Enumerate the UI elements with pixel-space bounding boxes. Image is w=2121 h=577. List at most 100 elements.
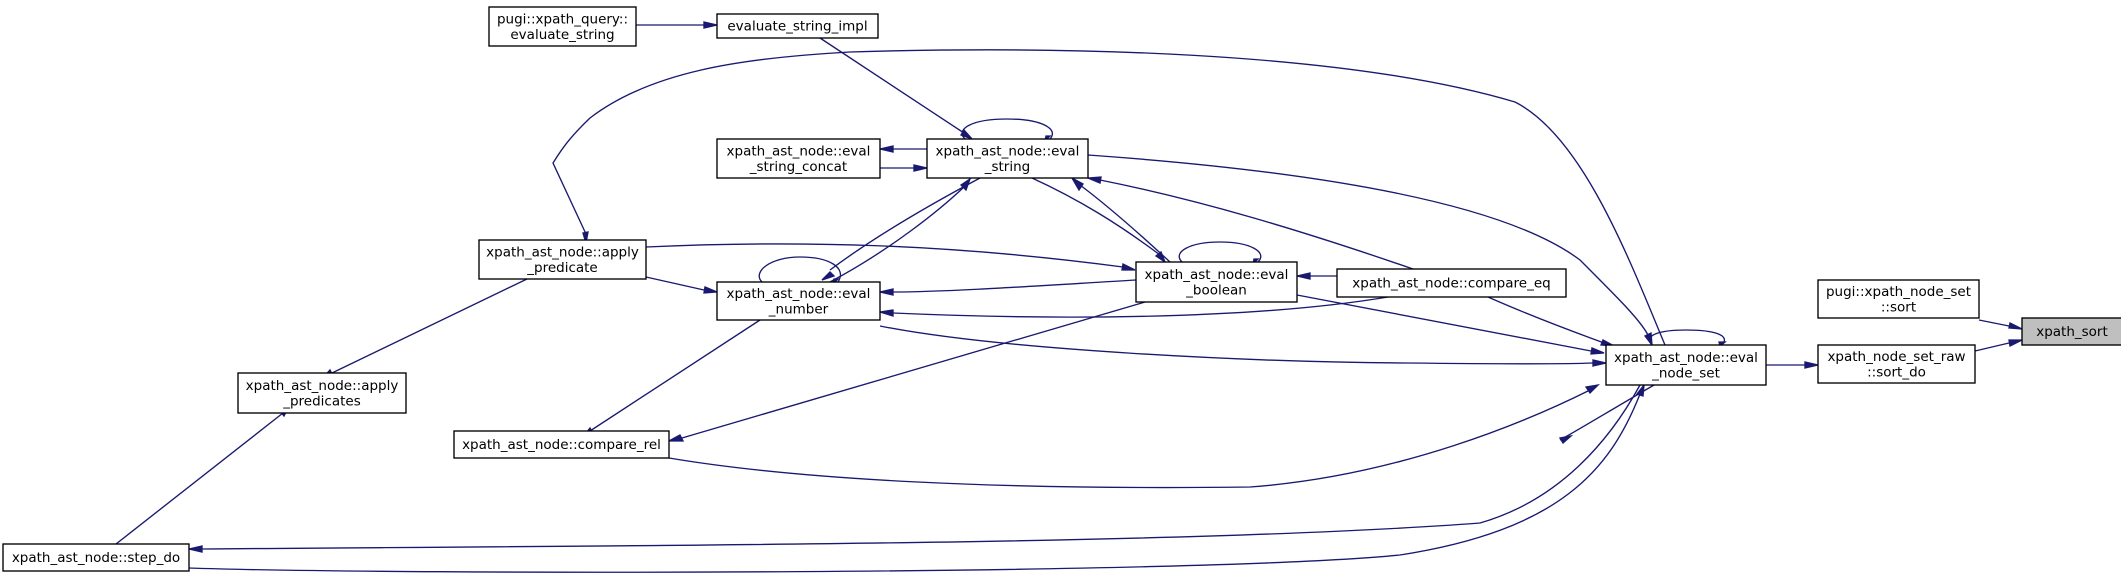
edge-eval-boolean-from-eval-string xyxy=(1031,177,1167,264)
node-eval-number[interactable]: xpath_ast_node::eval_number xyxy=(716,281,881,321)
node-label: xpath_node_set_raw xyxy=(1827,349,1965,365)
edge-eval-node-set-self-loop-line xyxy=(1649,329,1725,346)
node-label: xpath_ast_node::eval xyxy=(936,143,1080,159)
node-eval-node-set[interactable]: xpath_ast_node::eval_node_set xyxy=(1605,344,1767,386)
call-graph-nodes: xpath_sortpugi::xpath_node_set::sortxpat… xyxy=(2,6,2121,572)
edge-sort-from-node-set-sort-line xyxy=(1978,319,2010,327)
edge-eval-string-self-loop-line xyxy=(961,118,1053,140)
edge-evaluate-string-impl-from-query xyxy=(636,21,718,29)
edge-sort-do-from-eval-node-set-arrowhead xyxy=(1804,361,1819,369)
edge-eval-string-from-eval-string-concat xyxy=(880,164,928,172)
edge-sort-from-sort-do xyxy=(1974,339,2023,352)
node-label: evaluate_string xyxy=(510,27,614,43)
edge-eval-string-from-compare-eq-line xyxy=(1099,179,1414,270)
edge-eval-number-from-eval-boolean-arrowhead xyxy=(879,288,894,296)
node-pugi-xpath-node-set-sort[interactable]: pugi::xpath_node_set::sort xyxy=(1817,279,1980,319)
edge-eval-string-from-eval-boolean xyxy=(1070,176,1171,263)
edge-apply-predicates-from-apply-predicate xyxy=(319,278,528,381)
edge-eval-node-set-from-step-do xyxy=(188,382,1645,573)
node-box xyxy=(1605,344,1767,386)
edge-eval-node-set-from-compare-eq-line xyxy=(1487,296,1605,344)
node-label: _node_set xyxy=(1651,365,1720,381)
node-box xyxy=(1336,268,1567,298)
node-label: evaluate_string_impl xyxy=(727,19,867,35)
node-box xyxy=(716,281,881,321)
node-label: _string xyxy=(984,159,1031,175)
edge-eval-number-from-compare-eq-line xyxy=(892,296,1389,318)
node-compare-rel[interactable]: xpath_ast_node::compare_rel xyxy=(453,430,670,459)
node-eval-boolean[interactable]: xpath_ast_node::eval_boolean xyxy=(1135,261,1298,303)
node-evaluate-string-impl[interactable]: evaluate_string_impl xyxy=(716,13,879,39)
edge-eval-number-from-compare-eq-arrowhead xyxy=(879,309,894,317)
node-box xyxy=(2021,317,2121,346)
node-label: xpath_ast_node::eval xyxy=(1614,350,1758,366)
edge-eval-string-from-eval-number-arrowhead xyxy=(959,177,972,192)
node-label: xpath_ast_node::apply xyxy=(486,244,639,260)
node-eval-string-concat[interactable]: xpath_ast_node::eval_string_concat xyxy=(716,138,881,179)
node-box xyxy=(1135,261,1298,303)
edge-step-do-from-eval-node-set xyxy=(188,384,1641,553)
edge-eval-string-from-evaluate-string-impl-arrowhead xyxy=(960,128,973,140)
edge-eval-node-set-from-eval-number-arrowhead xyxy=(1592,359,1607,367)
edge-sort-from-node-set-sort-arrowhead xyxy=(2008,322,2023,330)
edge-eval-number-from-eval-string xyxy=(821,177,981,281)
edge-eval-string-from-evaluate-string-impl xyxy=(819,37,973,140)
node-eval-string[interactable]: xpath_ast_node::eval_string xyxy=(926,138,1089,179)
edge-eval-boolean-from-eval-string-line xyxy=(1031,177,1161,256)
node-label: _predicate xyxy=(526,260,598,276)
edge-sort-do-from-eval-node-set xyxy=(1766,361,1819,369)
edge-sort-from-sort-do-arrowhead xyxy=(2008,339,2023,348)
edge-step-do-from-eval-node-set-line xyxy=(201,384,1641,550)
node-step-do[interactable]: xpath_ast_node::step_do xyxy=(2,543,190,572)
edge-eval-string-self-loop xyxy=(961,118,1053,144)
edge-eval-node-set-from-compare-rel-arrowhead xyxy=(1584,383,1600,395)
edge-evaluate-string-impl-from-query-arrowhead xyxy=(703,21,718,29)
node-label: xpath_ast_node::compare_rel xyxy=(462,437,661,453)
edge-eval-string-from-eval-boolean-arrowhead xyxy=(1070,176,1084,192)
edge-eval-node-set-from-step-do-line xyxy=(188,393,1641,573)
edge-step-do-from-eval-node-set-arrowhead xyxy=(188,545,203,553)
node-box xyxy=(2,543,190,572)
node-pugi-xpath-query-evaluate-string[interactable]: pugi::xpath_query::evaluate_string xyxy=(488,6,637,47)
edge-compare-rel-from-eval-number-line xyxy=(589,319,761,432)
edge-eval-string-from-compare-eq-arrowhead xyxy=(1087,176,1102,184)
edge-eval-number-from-eval-string-line xyxy=(829,177,981,271)
node-box xyxy=(478,239,647,280)
node-xpath-sort[interactable]: xpath_sort xyxy=(2021,317,2121,346)
node-box xyxy=(926,138,1089,179)
edge-eval-boolean-from-apply-predicate-line xyxy=(645,243,1124,268)
node-label: _predicates xyxy=(282,393,361,409)
node-compare-eq[interactable]: xpath_ast_node::compare_eq xyxy=(1336,268,1567,298)
edge-eval-node-set-from-eval-boolean-arrowhead xyxy=(1590,347,1605,355)
edge-eval-number-from-eval-boolean-line xyxy=(892,279,1137,293)
edge-eval-string-from-evaluate-string-impl-line xyxy=(819,37,965,134)
node-label: ::sort_do xyxy=(1867,364,1926,380)
node-label: xpath_ast_node::compare_eq xyxy=(1352,276,1550,292)
edge-eval-boolean-from-compare-eq xyxy=(1296,272,1337,280)
edge-eval-node-set-from-apply-predicate-line xyxy=(552,49,1666,346)
edge-eval-node-set-from-compare-rel-line xyxy=(668,389,1591,489)
edge-eval-number-from-apply-predicate-line xyxy=(645,276,705,291)
edge-eval-node-set-from-eval-number-line xyxy=(879,325,1594,365)
edge-eval-node-set-from-apply-predicate-arrowhead xyxy=(582,231,589,244)
edge-eval-node-set-from-apply-predicate xyxy=(552,49,1666,346)
node-apply-predicate[interactable]: xpath_ast_node::apply_predicate xyxy=(478,239,647,280)
node-label: xpath_ast_node::eval xyxy=(727,286,871,302)
edge-compare-rel-from-eval-boolean-line xyxy=(681,301,1146,439)
edge-eval-node-set-from-apply-predicates-arrowhead xyxy=(1558,434,1574,445)
edge-eval-boolean-self-loop xyxy=(1178,241,1262,267)
node-xpath-node-set-raw-sort-do[interactable]: xpath_node_set_raw::sort_do xyxy=(1817,344,1976,384)
edge-eval-string-concat-from-eval-string xyxy=(879,145,927,153)
edge-step-do-from-apply-predicates-line xyxy=(115,412,284,545)
edge-eval-node-set-from-eval-boolean-line xyxy=(1296,294,1592,352)
node-box xyxy=(716,138,881,179)
edge-eval-boolean-from-compare-eq-arrowhead xyxy=(1296,272,1311,280)
edge-eval-string-from-eval-boolean-line xyxy=(1079,184,1171,263)
edge-eval-string-concat-from-eval-string-arrowhead xyxy=(879,145,894,153)
node-apply-predicates[interactable]: xpath_ast_node::apply_predicates xyxy=(237,372,407,414)
edge-eval-node-set-from-compare-eq xyxy=(1487,296,1615,347)
node-label: pugi::xpath_node_set xyxy=(1826,284,1971,300)
edge-sort-from-node-set-sort xyxy=(1978,319,2023,330)
edge-eval-number-self-loop-line xyxy=(758,256,841,283)
